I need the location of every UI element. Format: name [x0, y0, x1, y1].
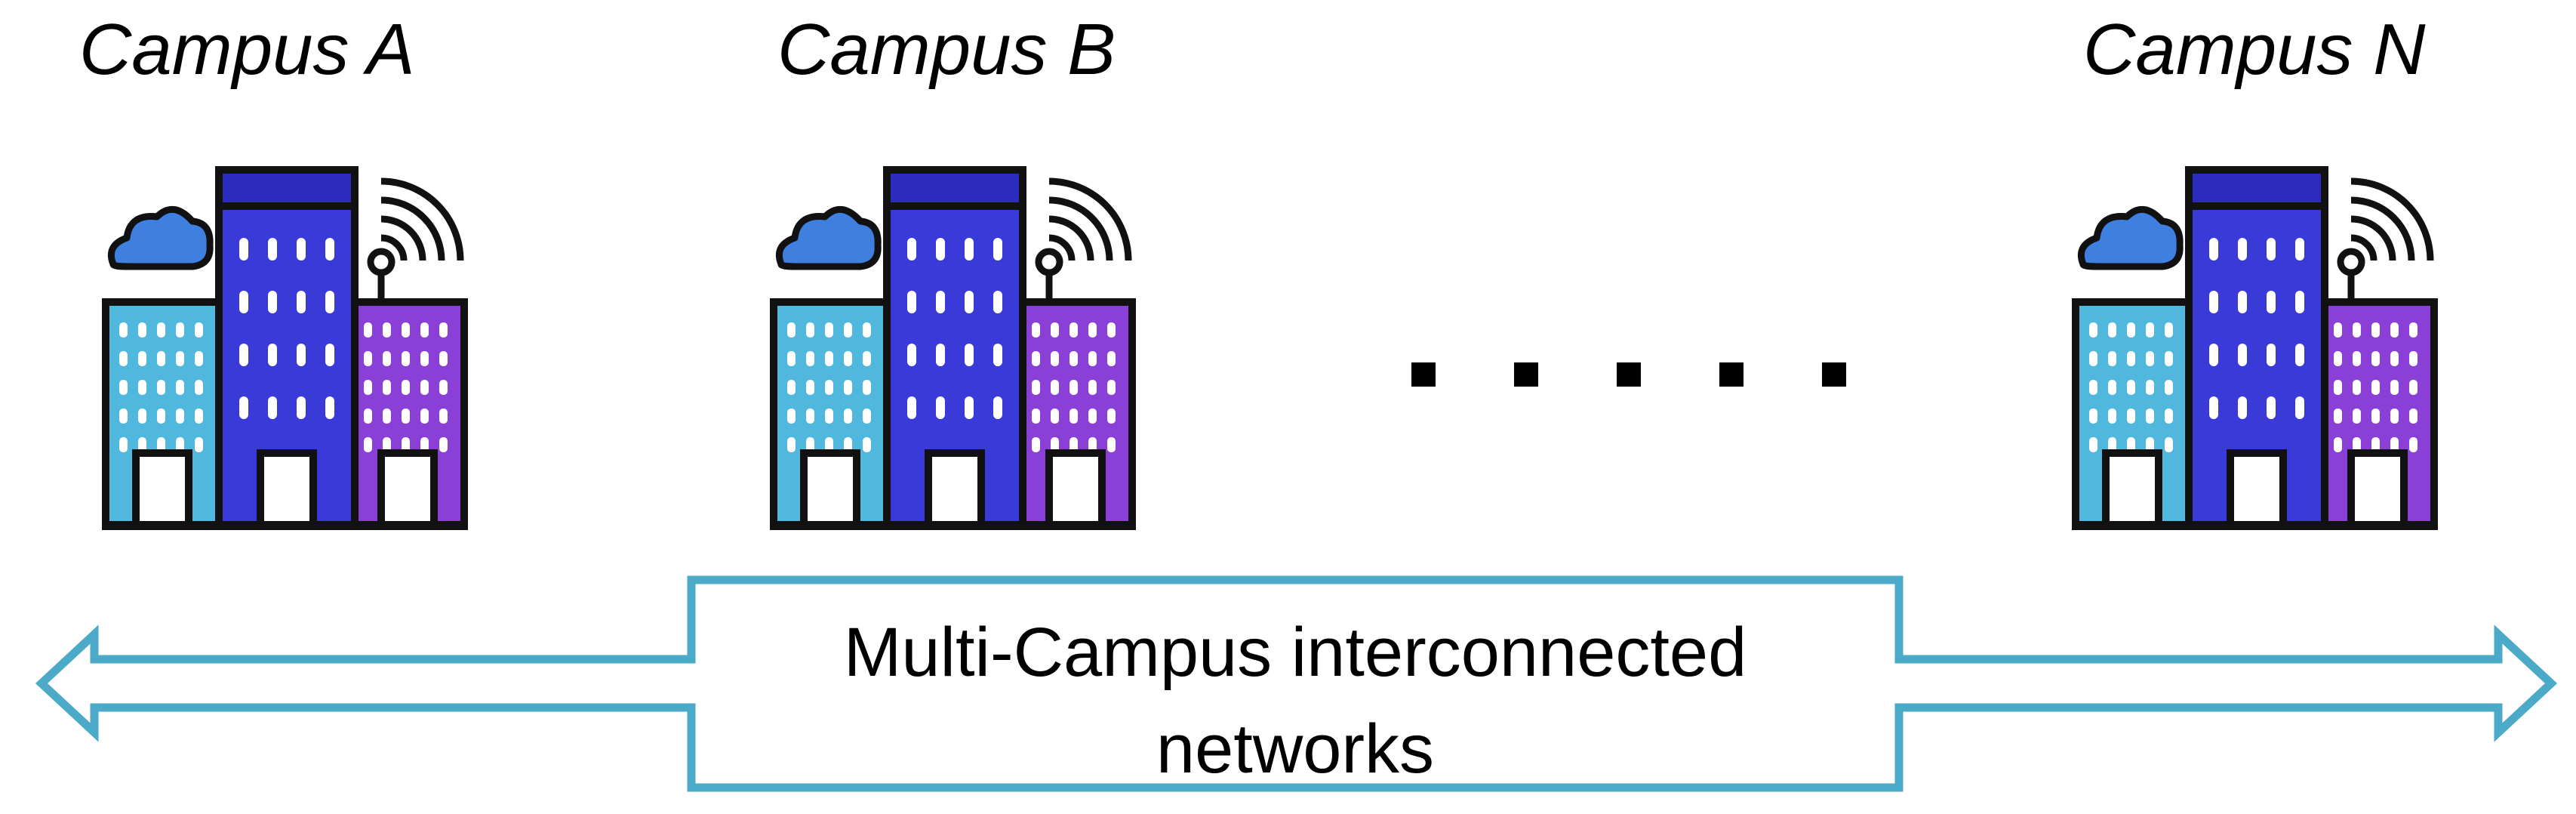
network-label: Multi-Campus interconnected networks	[691, 604, 1899, 797]
dot	[1411, 362, 1436, 387]
campus-buildings-icon	[2072, 166, 2438, 530]
network-arrow-outline	[35, 575, 2558, 792]
campus-buildings-icon	[770, 166, 1136, 530]
network-label-line2: networks	[1156, 711, 1435, 788]
dot	[1719, 362, 1743, 387]
dot	[1822, 362, 1846, 387]
network-label-line1: Multi-Campus interconnected	[843, 614, 1747, 691]
campus-buildings-icon	[102, 166, 468, 530]
dot	[1514, 362, 1538, 387]
campus-n-title: Campus N	[2083, 9, 2426, 90]
campus-a-title: Campus A	[79, 9, 415, 90]
campus-b-title: Campus B	[777, 9, 1116, 90]
ellipsis-dots-icon	[1411, 362, 1864, 393]
dot	[1617, 362, 1641, 387]
